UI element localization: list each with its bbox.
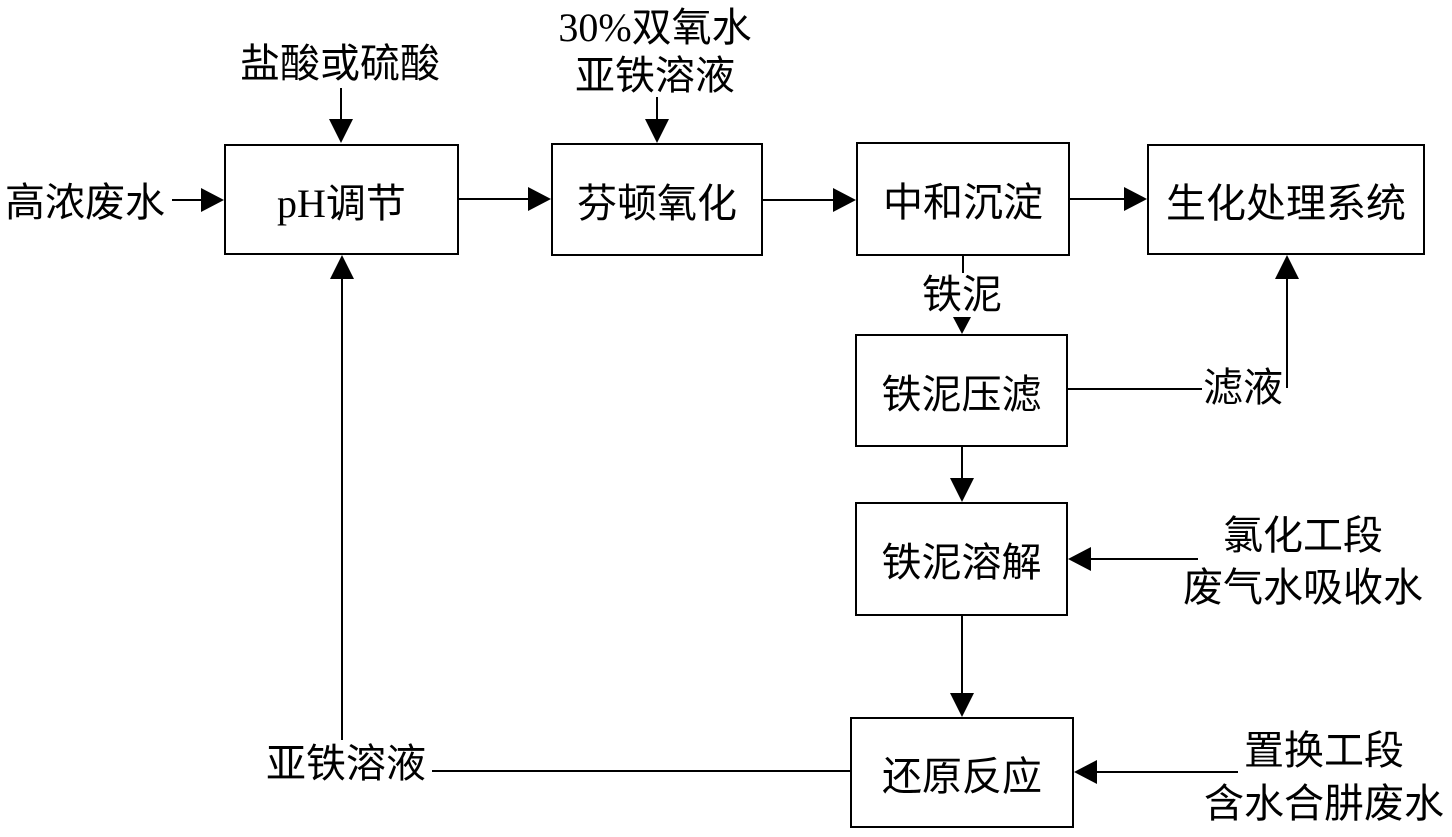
node-neutralization: 中和沉淀	[856, 142, 1070, 256]
node-mud-press-filter-label: 铁泥压滤	[881, 371, 1042, 417]
arrowhead-feed-to-ph	[201, 188, 224, 212]
line-feed-to-ph	[172, 199, 204, 201]
line-displacement-to-reduce	[1097, 771, 1238, 773]
arrowhead-dissolve-to-reduce	[950, 693, 974, 717]
line-press-to-filtrate	[1068, 388, 1202, 390]
line-neutralize-to-bio	[1070, 198, 1124, 200]
line-dissolve-to-reduce	[961, 616, 963, 694]
node-ph-adjust-label: pH调节	[277, 180, 406, 226]
label-peroxide-line2: 亚铁溶液	[575, 53, 735, 98]
line-fenton-to-neutralize	[763, 199, 833, 201]
label-feed-water: 高浓废水	[5, 180, 165, 225]
arrowhead-acid-to-ph	[329, 119, 353, 143]
line-acid-to-ph	[340, 88, 342, 122]
arrowhead-press-to-dissolve	[950, 478, 974, 502]
label-acid: 盐酸或硫酸	[240, 41, 440, 86]
arrowhead-peroxide-to-fenton	[645, 119, 669, 143]
label-iron-mud: 铁泥	[922, 272, 1002, 317]
node-fenton-oxidation-label: 芬顿氧化	[577, 180, 737, 226]
line-reduce-to-ferrous	[432, 770, 850, 772]
arrowhead-filtrate-to-bio	[1275, 255, 1299, 279]
label-peroxide-ferrous: 30%双氧水 亚铁溶液	[545, 4, 765, 100]
label-chlorination-line1: 氯化工段	[1223, 513, 1383, 558]
line-neutralize-to-iron-mud	[962, 256, 964, 273]
line-press-to-dissolve	[961, 447, 963, 480]
line-ferrous-to-ph	[341, 277, 343, 740]
line-peroxide-to-fenton	[656, 97, 658, 122]
node-neutralization-label: 中和沉淀	[883, 180, 1043, 225]
node-fenton-oxidation: 芬顿氧化	[551, 143, 763, 256]
arrowhead-chlorination-to-dissolve	[1068, 547, 1091, 571]
node-biochemical-system: 生化处理系统	[1147, 144, 1425, 255]
label-chlorination-line2: 废气水吸收水	[1183, 565, 1423, 610]
arrowhead-neutralize-to-bio	[1124, 187, 1147, 211]
line-chlorination-to-dissolve	[1091, 558, 1198, 560]
label-displacement-line1: 置换工段	[1244, 728, 1404, 773]
arrowhead-ph-to-fenton	[528, 187, 551, 211]
arrowhead-displacement-to-reduce	[1074, 760, 1097, 784]
arrowhead-fenton-to-neutralize	[833, 188, 856, 212]
node-mud-dissolve: 铁泥溶解	[855, 502, 1068, 616]
node-reduction-reaction-label: 还原反应	[882, 753, 1042, 799]
node-mud-dissolve-label: 铁泥溶解	[881, 540, 1042, 585]
node-biochemical-system-label: 生化处理系统	[1166, 180, 1406, 226]
line-filtrate-to-bio	[1286, 277, 1288, 388]
line-ph-to-fenton	[459, 198, 529, 200]
label-filtrate: 滤液	[1203, 365, 1283, 410]
node-ph-adjust: pH调节	[224, 144, 459, 255]
arrowhead-ferrous-to-ph	[330, 255, 354, 279]
label-peroxide-line1: 30%双氧水	[558, 5, 752, 50]
node-reduction-reaction: 还原反应	[850, 717, 1074, 828]
label-ferrous-return: 亚铁溶液	[266, 741, 426, 786]
label-chlorination-water: 氯化工段 废气水吸收水	[1178, 510, 1428, 614]
label-displacement-water: 置换工段 含水合肼废水	[1198, 724, 1450, 830]
arrowhead-iron-mud-to-press	[953, 317, 971, 334]
node-mud-press-filter: 铁泥压滤	[855, 334, 1068, 447]
label-displacement-line2: 含水合肼废水	[1204, 781, 1444, 826]
